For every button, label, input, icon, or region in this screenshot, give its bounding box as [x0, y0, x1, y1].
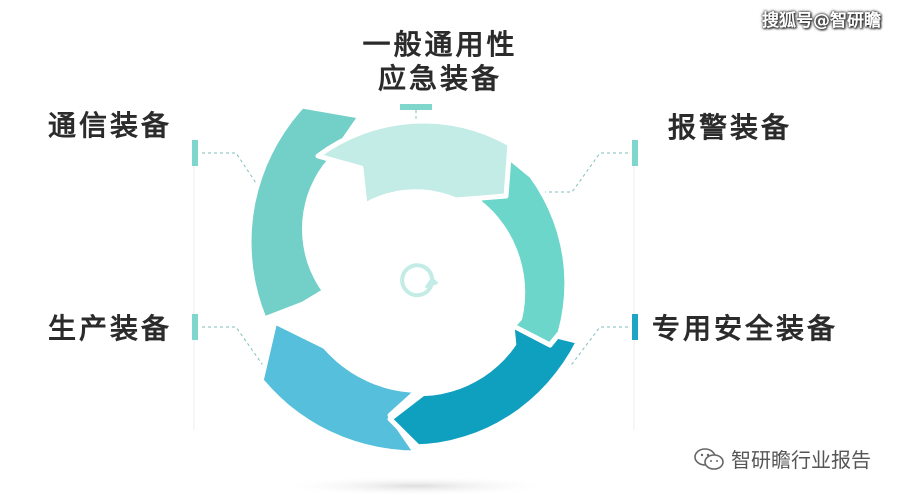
label-general: 一般通用性 应急装备 — [300, 28, 580, 96]
refresh-icon — [400, 263, 438, 298]
watermark-top: 搜狐号@智研瞻 — [762, 11, 881, 31]
comm-marker — [192, 140, 198, 166]
label-alarm: 报警装备 — [668, 111, 793, 144]
alarm-marker — [632, 140, 638, 166]
ring — [246, 103, 581, 456]
top-marker — [400, 104, 432, 110]
watermark-bottom-text: 智研瞻行业报告 — [731, 448, 871, 472]
label-general-line-1: 一般通用性 — [362, 28, 518, 61]
special-marker — [632, 314, 638, 340]
ring-segment-special — [387, 322, 581, 450]
ring-segment-production — [258, 319, 420, 456]
label-production: 生产装备 — [48, 312, 173, 345]
alarm-connector — [545, 152, 628, 193]
ring-segment-alarm — [476, 156, 570, 348]
label-special: 专用安全装备 — [652, 312, 839, 345]
ring-shadow — [276, 476, 556, 496]
watermark-bottom: 智研瞻行业报告 — [693, 444, 871, 473]
label-comm: 通信装备 — [48, 109, 173, 142]
production-connector — [202, 326, 290, 365]
special-connector — [545, 326, 628, 365]
ring-segment-general — [315, 118, 513, 208]
label-general-line-2: 应急装备 — [377, 62, 502, 95]
production-marker — [192, 314, 198, 340]
wechat-icon — [694, 447, 724, 470]
